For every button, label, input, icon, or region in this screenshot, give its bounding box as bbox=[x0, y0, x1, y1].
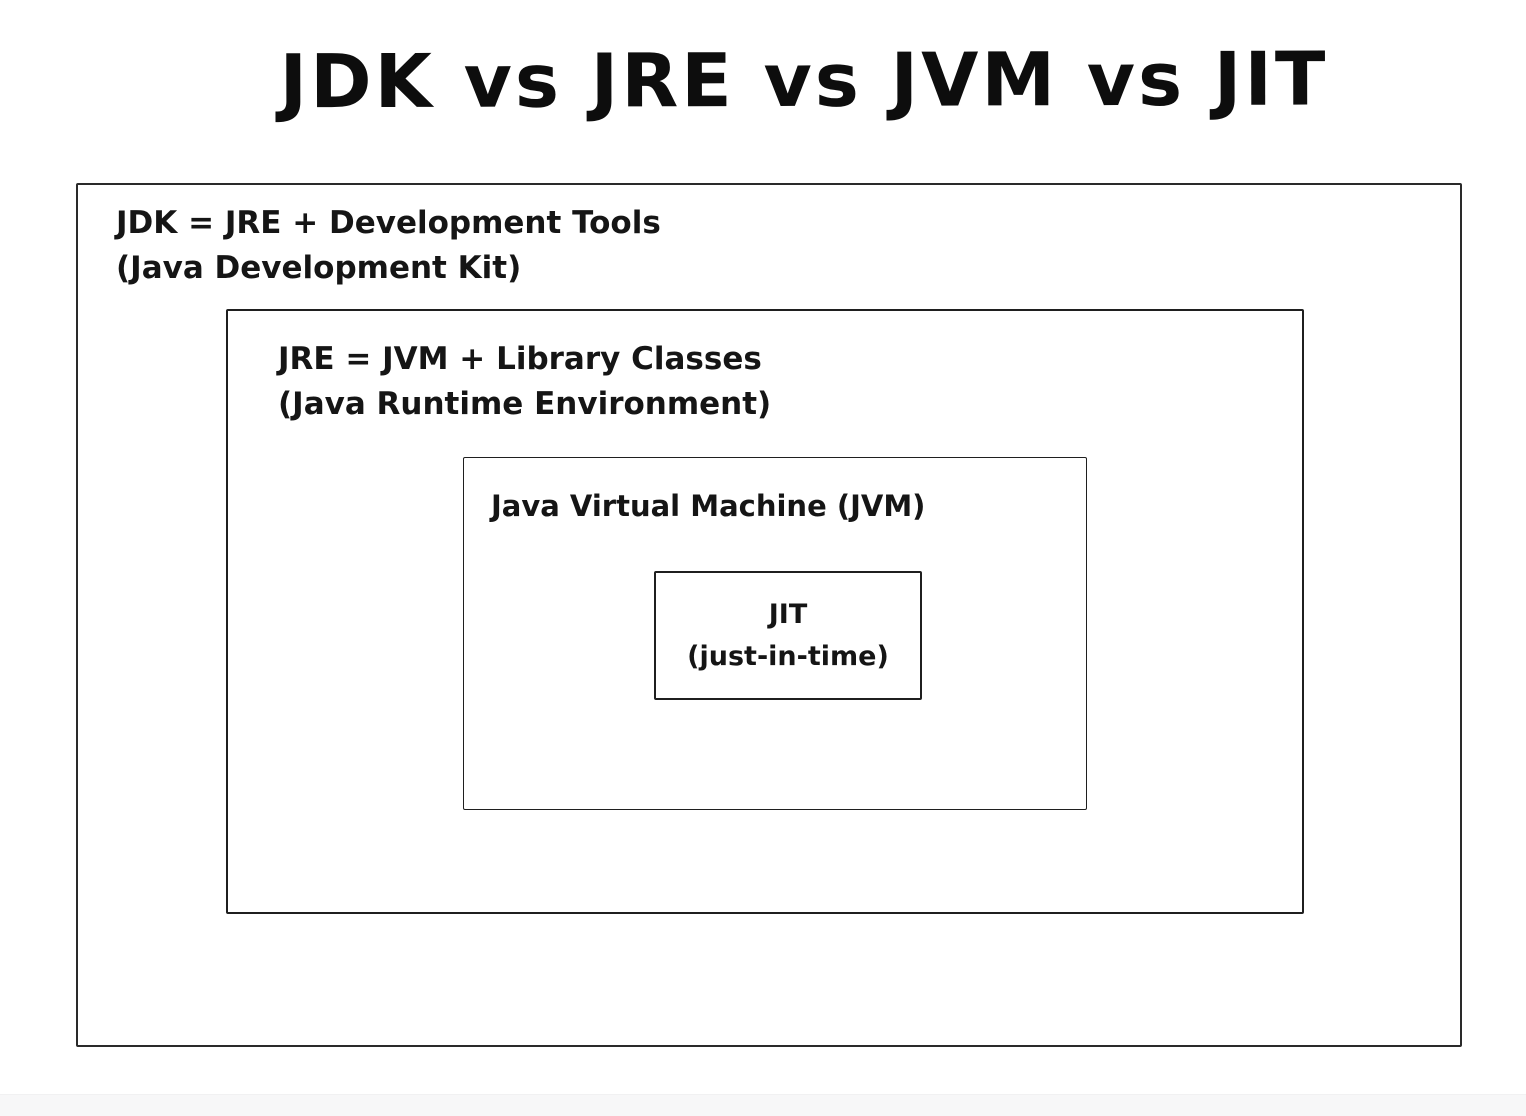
jre-label-line1: JRE = JVM + Library Classes bbox=[278, 341, 762, 377]
jit-box: JIT (just-in-time) bbox=[654, 571, 922, 700]
jvm-box: Java Virtual Machine (JVM) JIT (just-in-… bbox=[463, 457, 1087, 810]
bottom-edge-strip bbox=[0, 1094, 1526, 1116]
jit-label-line1: JIT bbox=[768, 598, 808, 630]
jre-label: JRE = JVM + Library Classes (Java Runtim… bbox=[278, 337, 771, 427]
jvm-label: Java Virtual Machine (JVM) bbox=[491, 489, 926, 523]
jre-box: JRE = JVM + Library Classes (Java Runtim… bbox=[226, 309, 1304, 914]
jre-label-line2: (Java Runtime Environment) bbox=[278, 386, 772, 422]
jdk-box: JDK = JRE + Development Tools (Java Deve… bbox=[76, 183, 1462, 1047]
jdk-label-line2: (Java Development Kit) bbox=[116, 250, 522, 286]
diagram-title: JDK vs JRE vs JVM vs JIT bbox=[279, 36, 1329, 126]
jdk-label: JDK = JRE + Development Tools (Java Deve… bbox=[116, 201, 661, 291]
jit-label: JIT (just-in-time) bbox=[687, 594, 889, 678]
jit-label-line2: (just-in-time) bbox=[687, 640, 889, 672]
jdk-label-line1: JDK = JRE + Development Tools bbox=[116, 205, 661, 241]
